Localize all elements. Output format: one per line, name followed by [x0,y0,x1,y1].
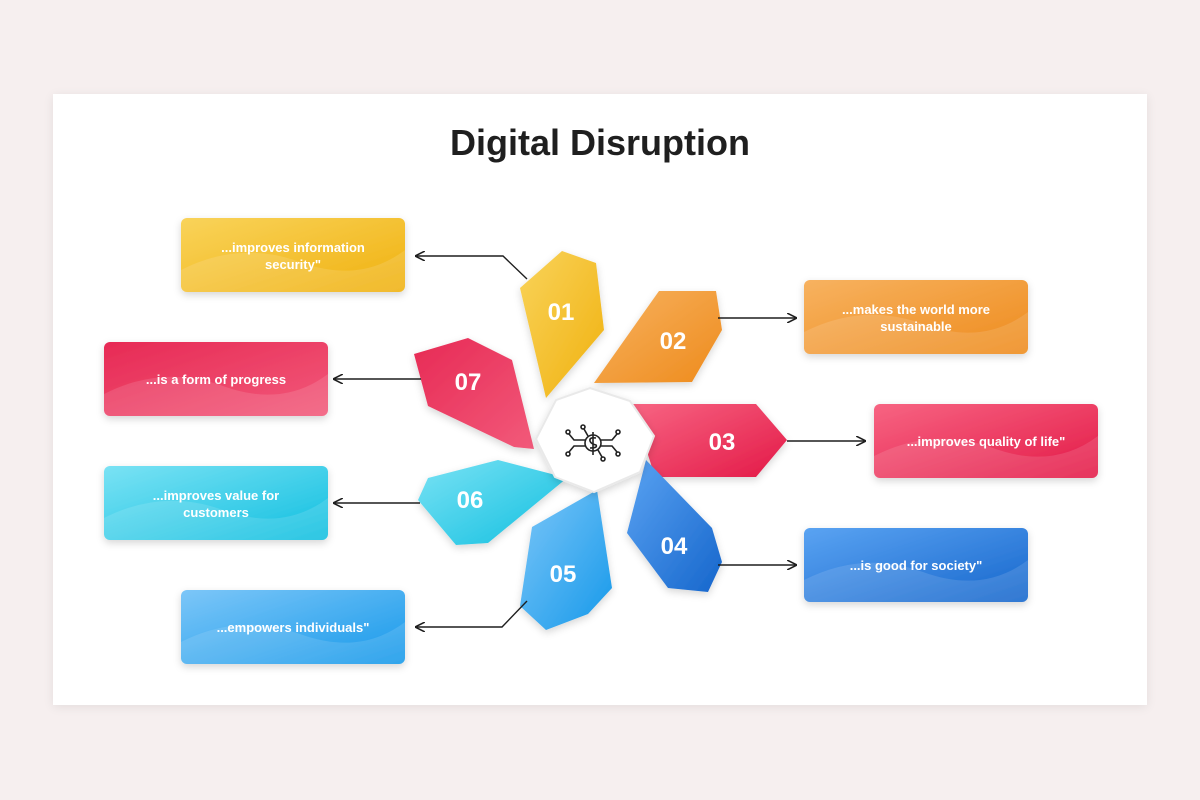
card-04-line1: ...is good for society" [850,558,983,573]
petal-number-01: 01 [548,299,575,326]
card-06: ...improves value for customers [104,466,328,540]
petal-number-03: 03 [709,429,736,456]
petal-05: 05 [520,490,612,630]
card-01: ...improves information security" [181,218,405,292]
petal-number-02: 02 [660,328,687,355]
card-07: ...is a form of progress [104,342,328,416]
petal-07: 07 [414,338,534,449]
petal-01: 01 [520,251,604,398]
petal-number-07: 07 [455,369,482,396]
petal-number-06: 06 [457,487,484,514]
petal-03: 03 [632,404,787,477]
petal-number-04: 04 [661,533,688,560]
card-06-line2: customers [183,505,249,520]
card-05-line1: ...empowers individuals" [217,620,370,635]
connectors [334,256,865,627]
card-03: ...improves quality of life" [874,404,1098,478]
petal-number-05: 05 [550,561,577,588]
card-01-line1: ...improves information [221,240,365,255]
card-06-line1: ...improves value for [153,488,279,503]
petal-02: 02 [594,291,722,383]
card-05: ...empowers individuals" [181,590,405,664]
petal-04: 04 [627,460,722,592]
center-badge [534,386,656,494]
card-02-line2: sustainable [880,319,952,334]
card-01-line2: security" [265,257,321,272]
petal-06: 06 [418,460,567,545]
card-07-line1: ...is a form of progress [146,372,286,387]
connector-05 [416,600,528,627]
card-02-line1: ...makes the world more [842,302,990,317]
connector-01 [416,256,528,280]
card-02: ...makes the world more sustainable [804,280,1028,354]
digital-dollar-circuit-icon [565,424,621,462]
page-title: Digital Disruption [450,122,750,163]
card-03-line1: ...improves quality of life" [907,434,1066,449]
card-04: ...is good for society" [804,528,1028,602]
